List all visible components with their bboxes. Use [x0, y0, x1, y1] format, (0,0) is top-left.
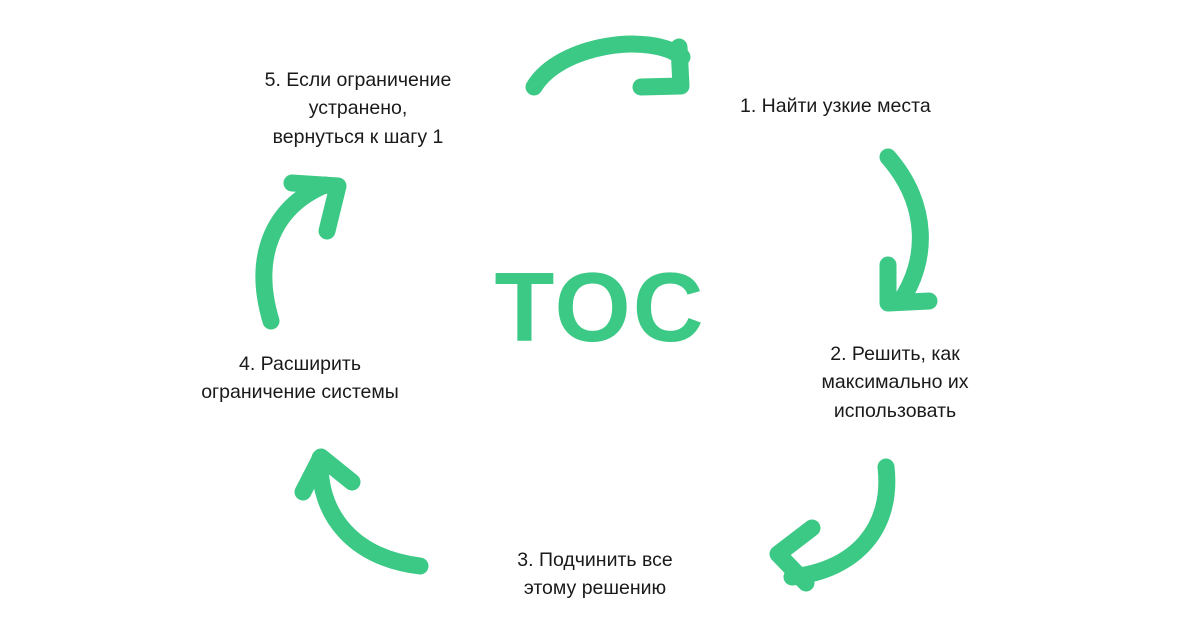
arrow-right-curve — [879, 148, 929, 311]
arrow-top-curve — [525, 35, 691, 96]
step-label-4: 4. Расширить ограничение системы — [201, 353, 399, 404]
arrow-bottom-left-head — [294, 448, 361, 501]
arrow-bottom-right — [769, 458, 896, 592]
arrow-bottom-right-head — [769, 519, 821, 592]
arrow-left-curve — [255, 176, 334, 330]
step-label-2: 2. Решить, как максимально их использова… — [821, 343, 969, 422]
step-label-1: 1. Найти узкие места — [740, 95, 931, 117]
arrow-bottom-right-curve — [783, 458, 896, 586]
center-label-toc: TOC — [494, 252, 706, 362]
arrow-left — [255, 174, 347, 330]
arrow-bottom-left — [294, 448, 429, 575]
arrow-right — [879, 148, 938, 312]
arrow-bottom-left-curve — [311, 449, 429, 575]
step-label-3: 3. Подчинить все этому решению — [517, 549, 673, 600]
arrow-top-head — [632, 38, 690, 96]
arrow-left-head — [283, 174, 347, 240]
arrow-top — [525, 35, 691, 96]
step-label-5: 5. Если ограничение устранено, вернуться… — [264, 69, 452, 148]
arrow-right-head — [879, 256, 938, 312]
